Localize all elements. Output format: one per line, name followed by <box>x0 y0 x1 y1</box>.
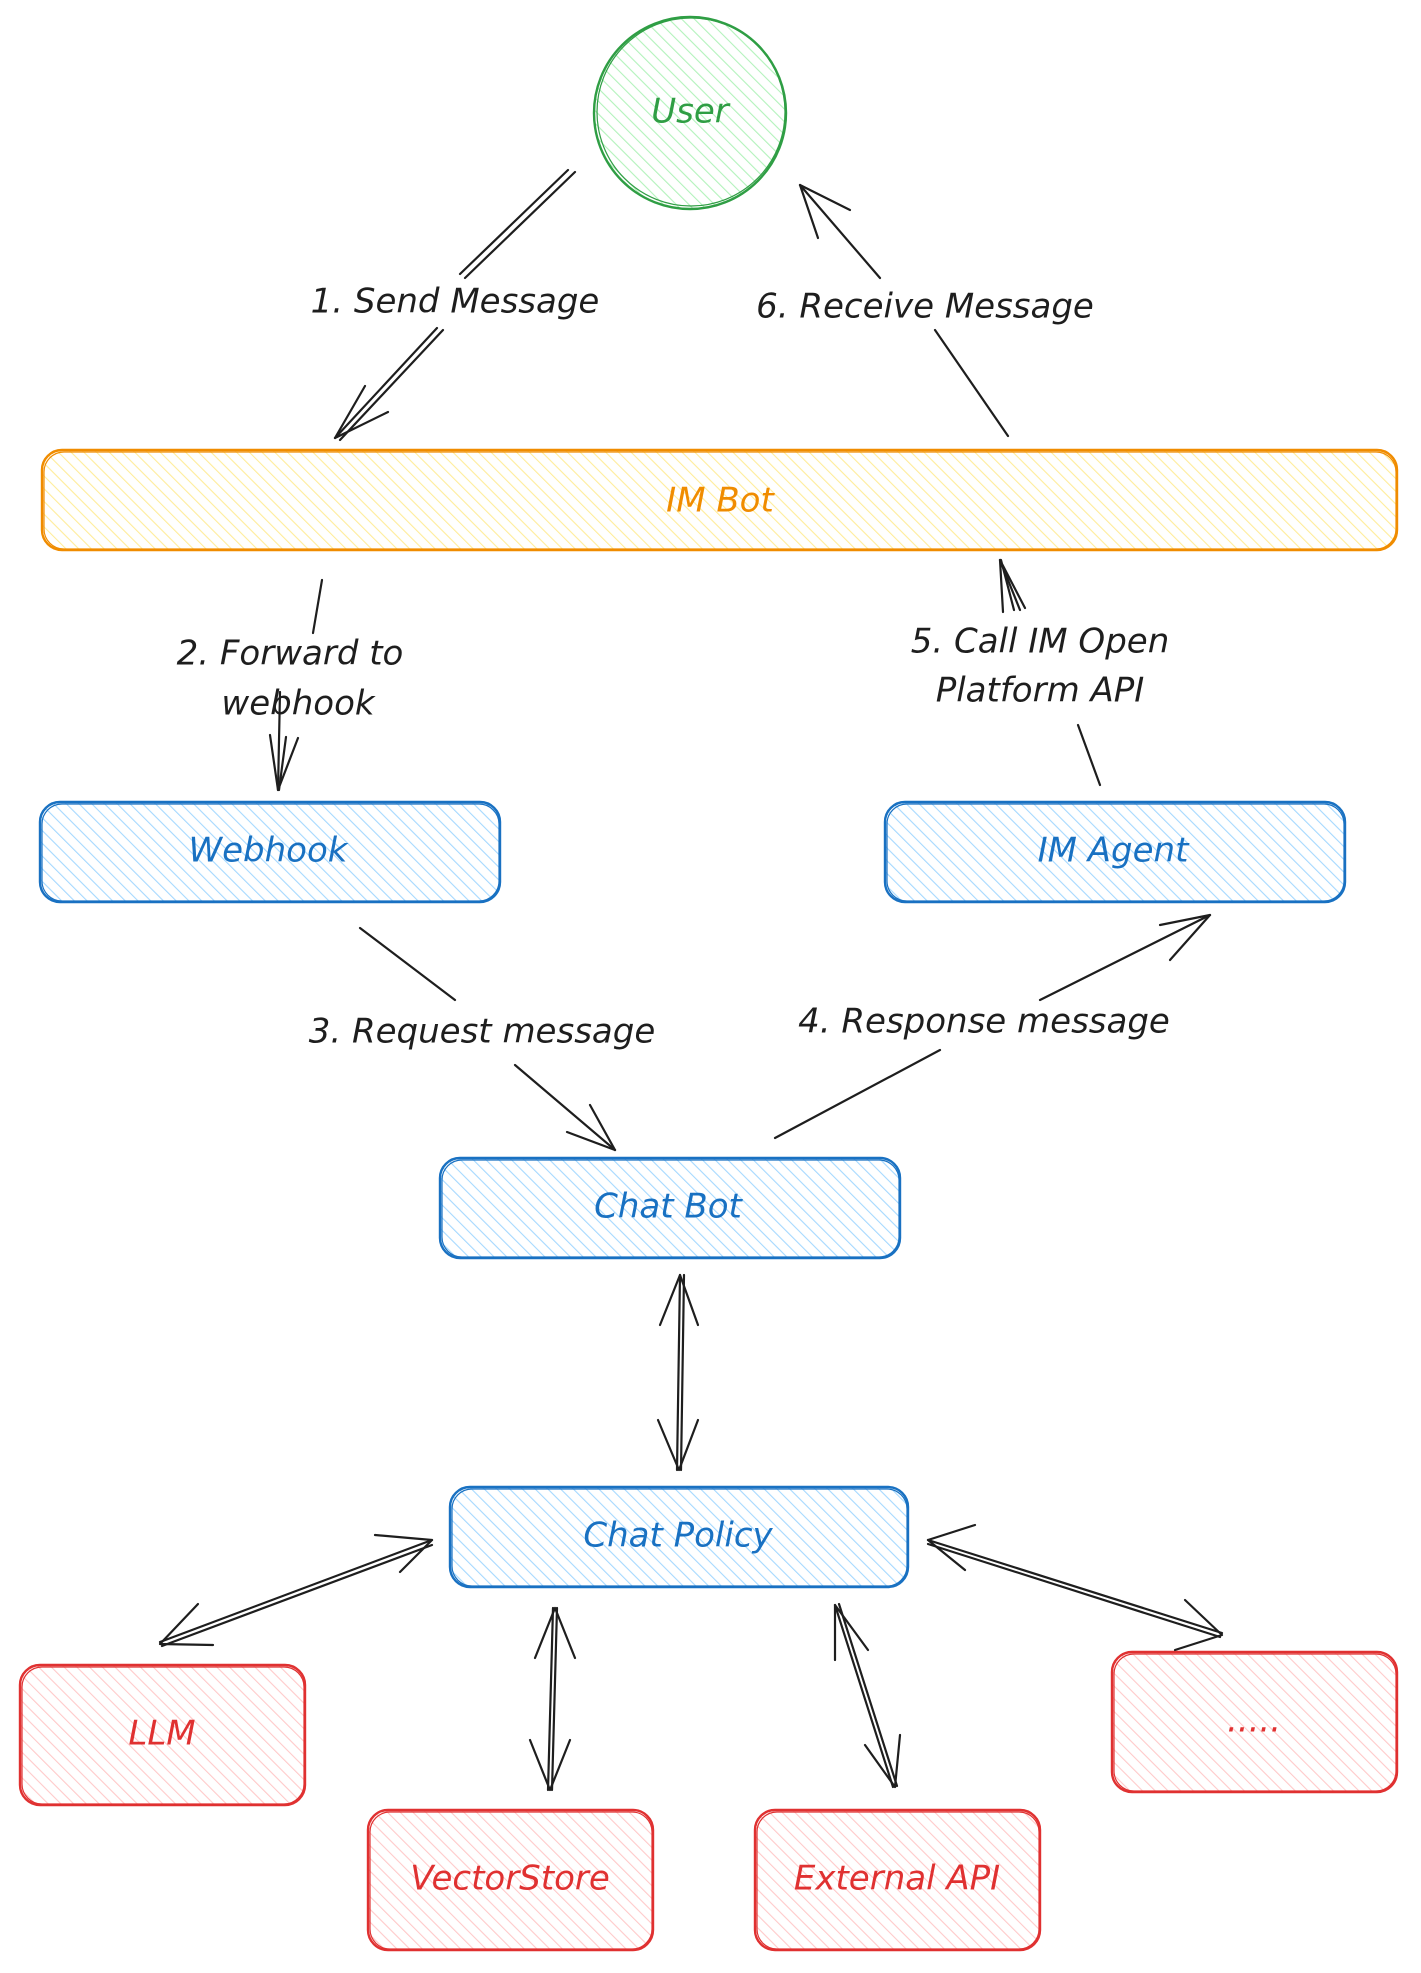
edge-response-message <box>773 913 1212 1140</box>
node-llm-label: LLM <box>128 1714 195 1754</box>
node-user-label: User <box>651 92 731 132</box>
label-request-message: 3. Request message <box>309 1012 656 1052</box>
node-im-bot: IM Bot <box>40 448 1399 552</box>
label-response-message: 4. Response message <box>798 1002 1170 1042</box>
edge-chatpolicy-externalapi <box>833 1602 902 1789</box>
node-external-api-label: External API <box>794 1859 1000 1899</box>
edge-chatpolicy-llm <box>158 1533 434 1648</box>
label-forward-line2: webhook <box>221 684 375 724</box>
edge-forward-webhook <box>268 578 324 792</box>
node-webhook: Webhook <box>38 800 502 904</box>
edge-call-im-api <box>998 558 1102 787</box>
node-chat-policy: Chat Policy <box>448 1485 910 1589</box>
node-webhook-label: Webhook <box>189 831 349 871</box>
node-im-agent-label: IM Agent <box>1038 831 1190 871</box>
edge-chatpolicy-more <box>926 1523 1224 1652</box>
node-chat-bot-label: Chat Bot <box>594 1187 743 1227</box>
node-more: ..... <box>1110 1650 1399 1794</box>
label-send-message: 1. Send Message <box>311 282 600 322</box>
node-llm: LLM <box>18 1663 307 1807</box>
label-forward-line1: 2. Forward to <box>177 634 404 674</box>
node-chat-policy-label: Chat Policy <box>583 1516 773 1556</box>
node-vectorstore-label: VectorStore <box>410 1859 610 1899</box>
node-chat-bot: Chat Bot <box>438 1156 902 1260</box>
node-im-bot-label: IM Bot <box>666 481 775 521</box>
edge-receive-message <box>798 183 1010 438</box>
edge-chatpolicy-vectorstore <box>528 1606 577 1792</box>
label-call-line1: 5. Call IM Open <box>911 622 1170 662</box>
edge-chatbot-chatpolicy <box>656 1273 700 1472</box>
node-im-agent: IM Agent <box>883 800 1347 904</box>
edge-send-message <box>333 168 577 442</box>
label-call-line2: Platform API <box>936 671 1145 711</box>
node-more-label: ..... <box>1227 1701 1281 1741</box>
node-external-api: External API <box>753 1808 1042 1952</box>
label-receive-message: 6. Receive Message <box>756 287 1094 327</box>
edge-request-message <box>358 926 617 1152</box>
node-user: User <box>592 15 788 211</box>
node-vectorstore: VectorStore <box>366 1808 655 1952</box>
